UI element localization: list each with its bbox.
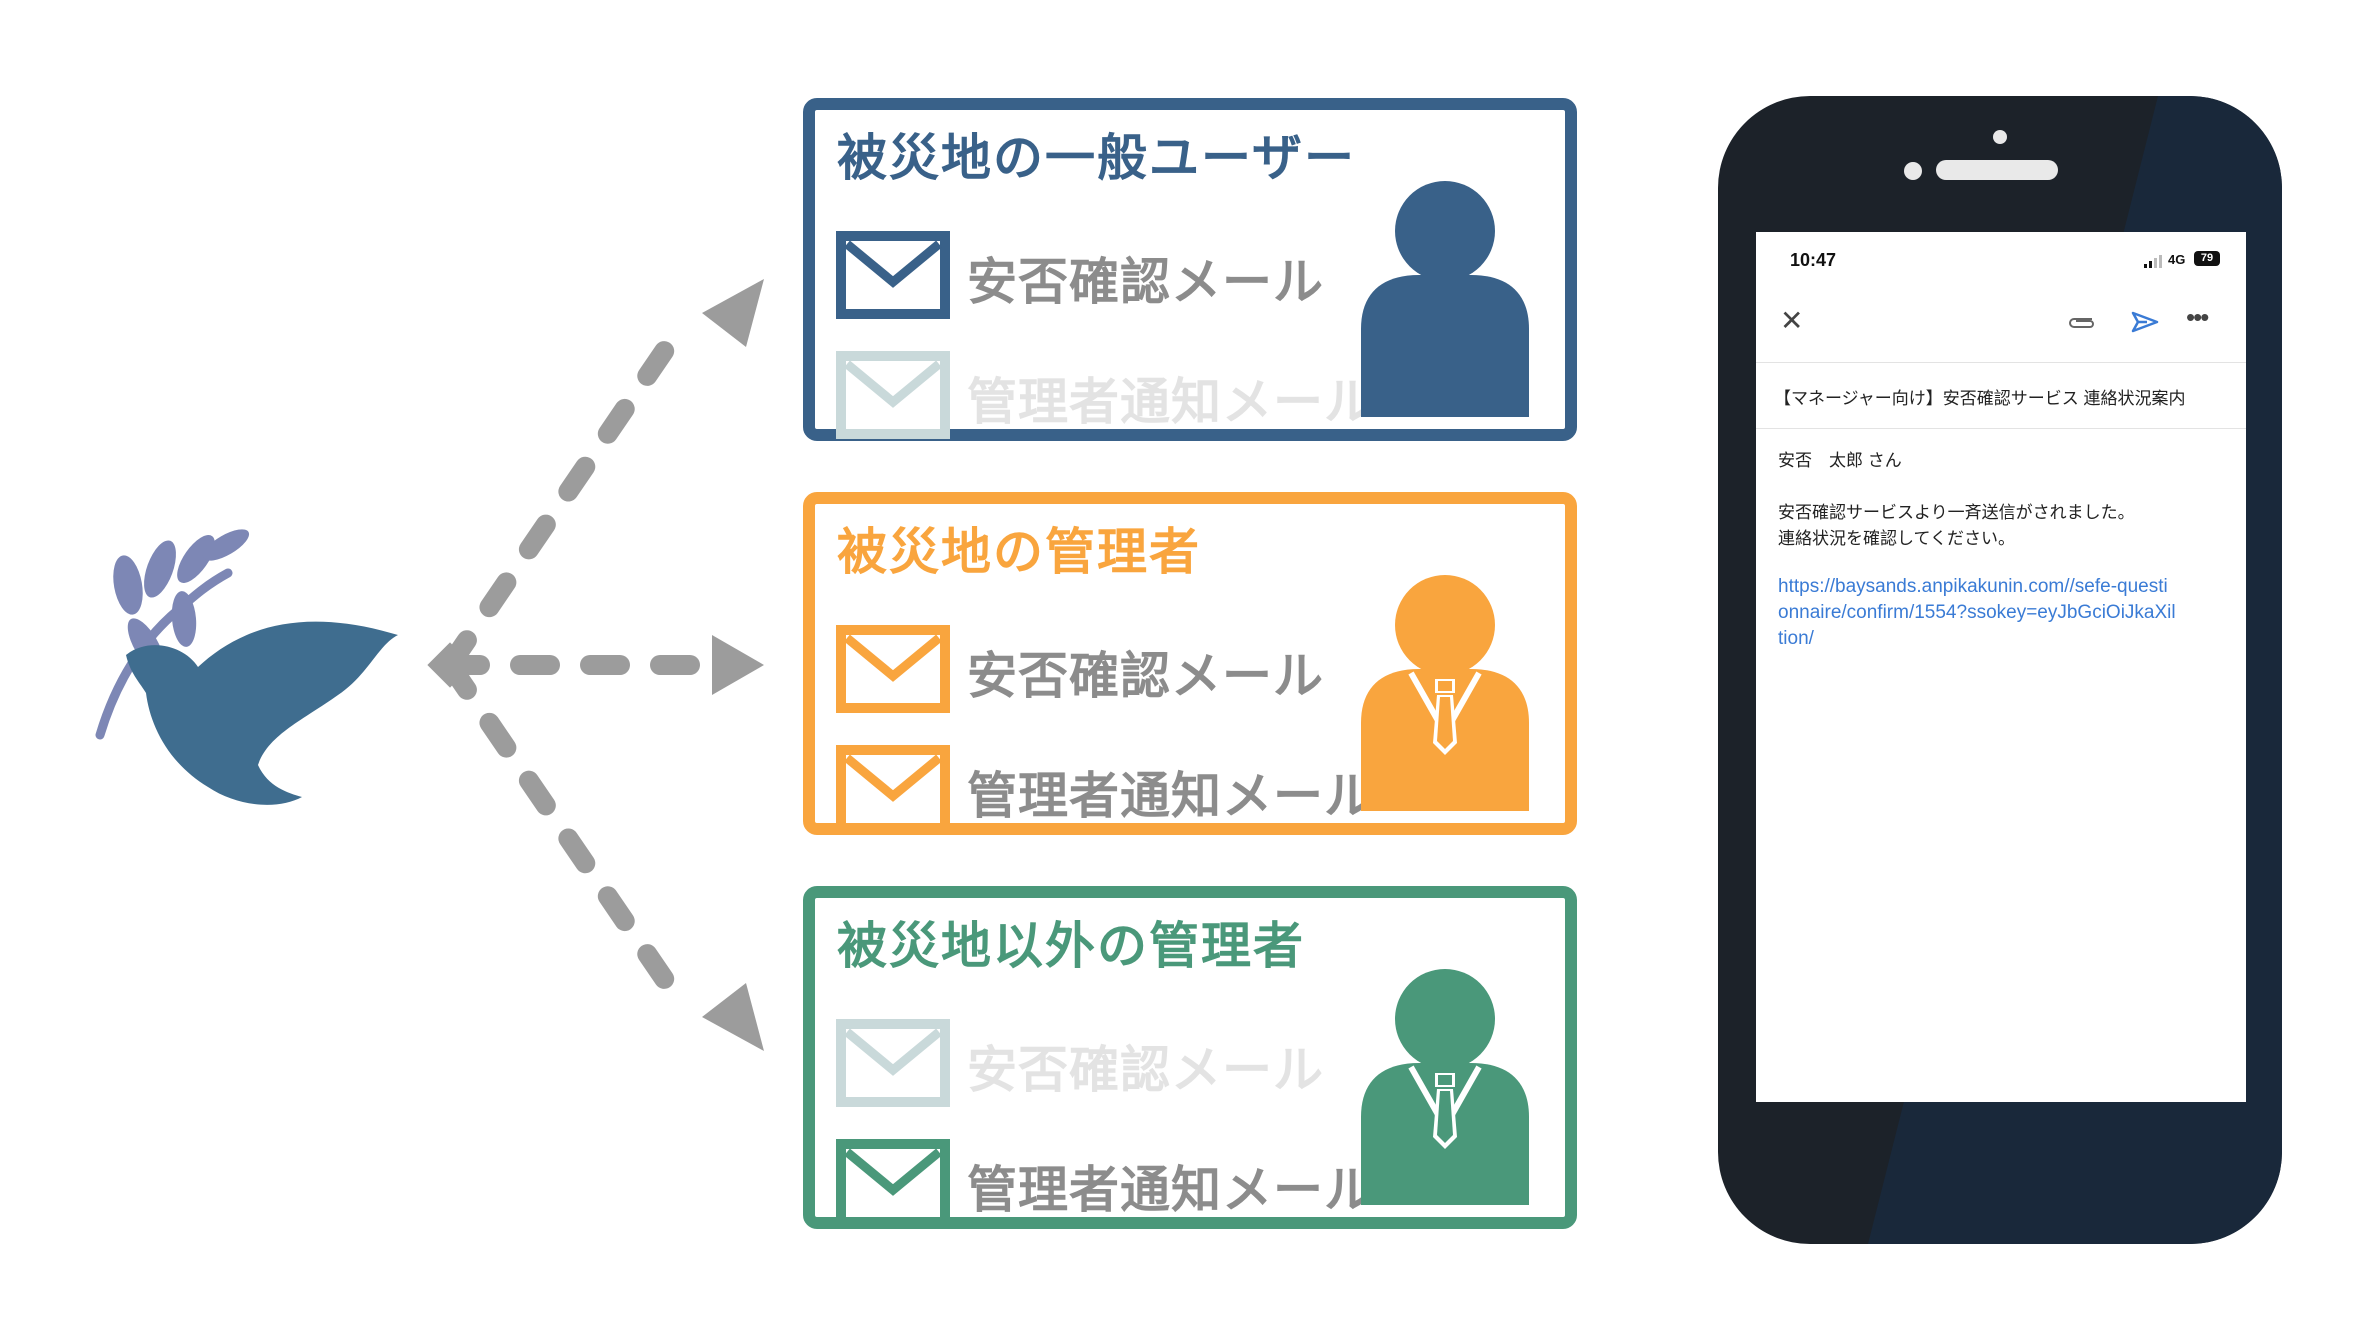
subject-divider: [1756, 428, 2246, 429]
mail-row-safety: 安否確認メール: [835, 624, 1395, 714]
phone-speaker: [1936, 160, 2058, 180]
mail-row-admin-notice: 管理者通知メール: [835, 1138, 1395, 1228]
email-link[interactable]: https://baysands.anpikakunin.com//sefe-q…: [1778, 576, 2168, 597]
close-icon[interactable]: ✕: [1780, 305, 1804, 336]
battery-icon: 79: [2194, 251, 2220, 266]
mail-label: 管理者通知メール: [967, 373, 1375, 431]
header-divider: [1756, 362, 2246, 363]
mail-label: 安否確認メール: [967, 1041, 1324, 1099]
envelope-icon: [836, 1139, 950, 1227]
card-title: 被災地以外の管理者: [837, 917, 1305, 975]
mail-row-admin-notice: 管理者通知メール: [835, 744, 1395, 834]
email-link[interactable]: onnaire/confirm/1554?ssokey=eyJbGciOiJka…: [1778, 602, 2176, 623]
email-body-line: 連絡状況を確認してください。: [1778, 529, 2015, 548]
manager-silhouette-icon: [1361, 575, 1529, 811]
mail-label: 管理者通知メール: [967, 1161, 1375, 1219]
email-subject: 【マネージャー向け】安否確認サービス 連絡状況案内: [1774, 389, 2186, 408]
email-link[interactable]: tion/: [1778, 628, 1814, 649]
email-body-line: 安否確認サービスより一斉送信がされました。: [1778, 503, 2135, 522]
dove-icon: [95, 529, 398, 805]
dispatch-arrows: [427, 279, 764, 1051]
mail-label: 安否確認メール: [967, 647, 1324, 705]
envelope-icon: [836, 745, 950, 833]
manager-silhouette-icon: [1361, 969, 1529, 1205]
phone-sensor-dot: [1904, 162, 1922, 180]
more-icon[interactable]: •••: [2186, 302, 2209, 332]
mail-row-safety: 安否確認メール: [835, 1018, 1395, 1108]
envelope-icon: [836, 1019, 950, 1107]
user-silhouette-icon: [1361, 181, 1529, 417]
envelope-icon: [836, 231, 950, 319]
email-screen: 10:47 4G 79 ✕ ••• 【マネージャー向け】安否確認サービス 連絡状…: [1756, 232, 2246, 1102]
mail-label: 安否確認メール: [967, 253, 1324, 311]
send-icon[interactable]: [2130, 310, 2160, 334]
card-outside-area-admin: 被災地以外の管理者 安否確認メール 管理者通知メール: [803, 886, 1577, 1229]
attachment-icon[interactable]: [2066, 314, 2096, 330]
mail-row-safety: 安否確認メール: [835, 230, 1395, 320]
email-greeting: 安否 太郎 さん: [1778, 451, 1902, 470]
envelope-icon: [836, 351, 950, 439]
card-disaster-area-admin: 被災地の管理者 安否確認メール 管理者通知メール: [803, 492, 1577, 835]
envelope-icon: [836, 625, 950, 713]
phone-camera-dot: [1993, 130, 2007, 144]
mail-label: 管理者通知メール: [967, 767, 1375, 825]
card-title: 被災地の一般ユーザー: [837, 129, 1356, 187]
status-time: 10:47: [1790, 250, 1837, 270]
mail-row-admin-notice: 管理者通知メール: [835, 350, 1395, 440]
network-label: 4G: [2168, 252, 2186, 267]
card-title: 被災地の管理者: [837, 523, 1201, 581]
signal-icon: [2144, 255, 2162, 268]
card-general-user: 被災地の一般ユーザー 安否確認メール 管理者通知メール: [803, 98, 1577, 441]
